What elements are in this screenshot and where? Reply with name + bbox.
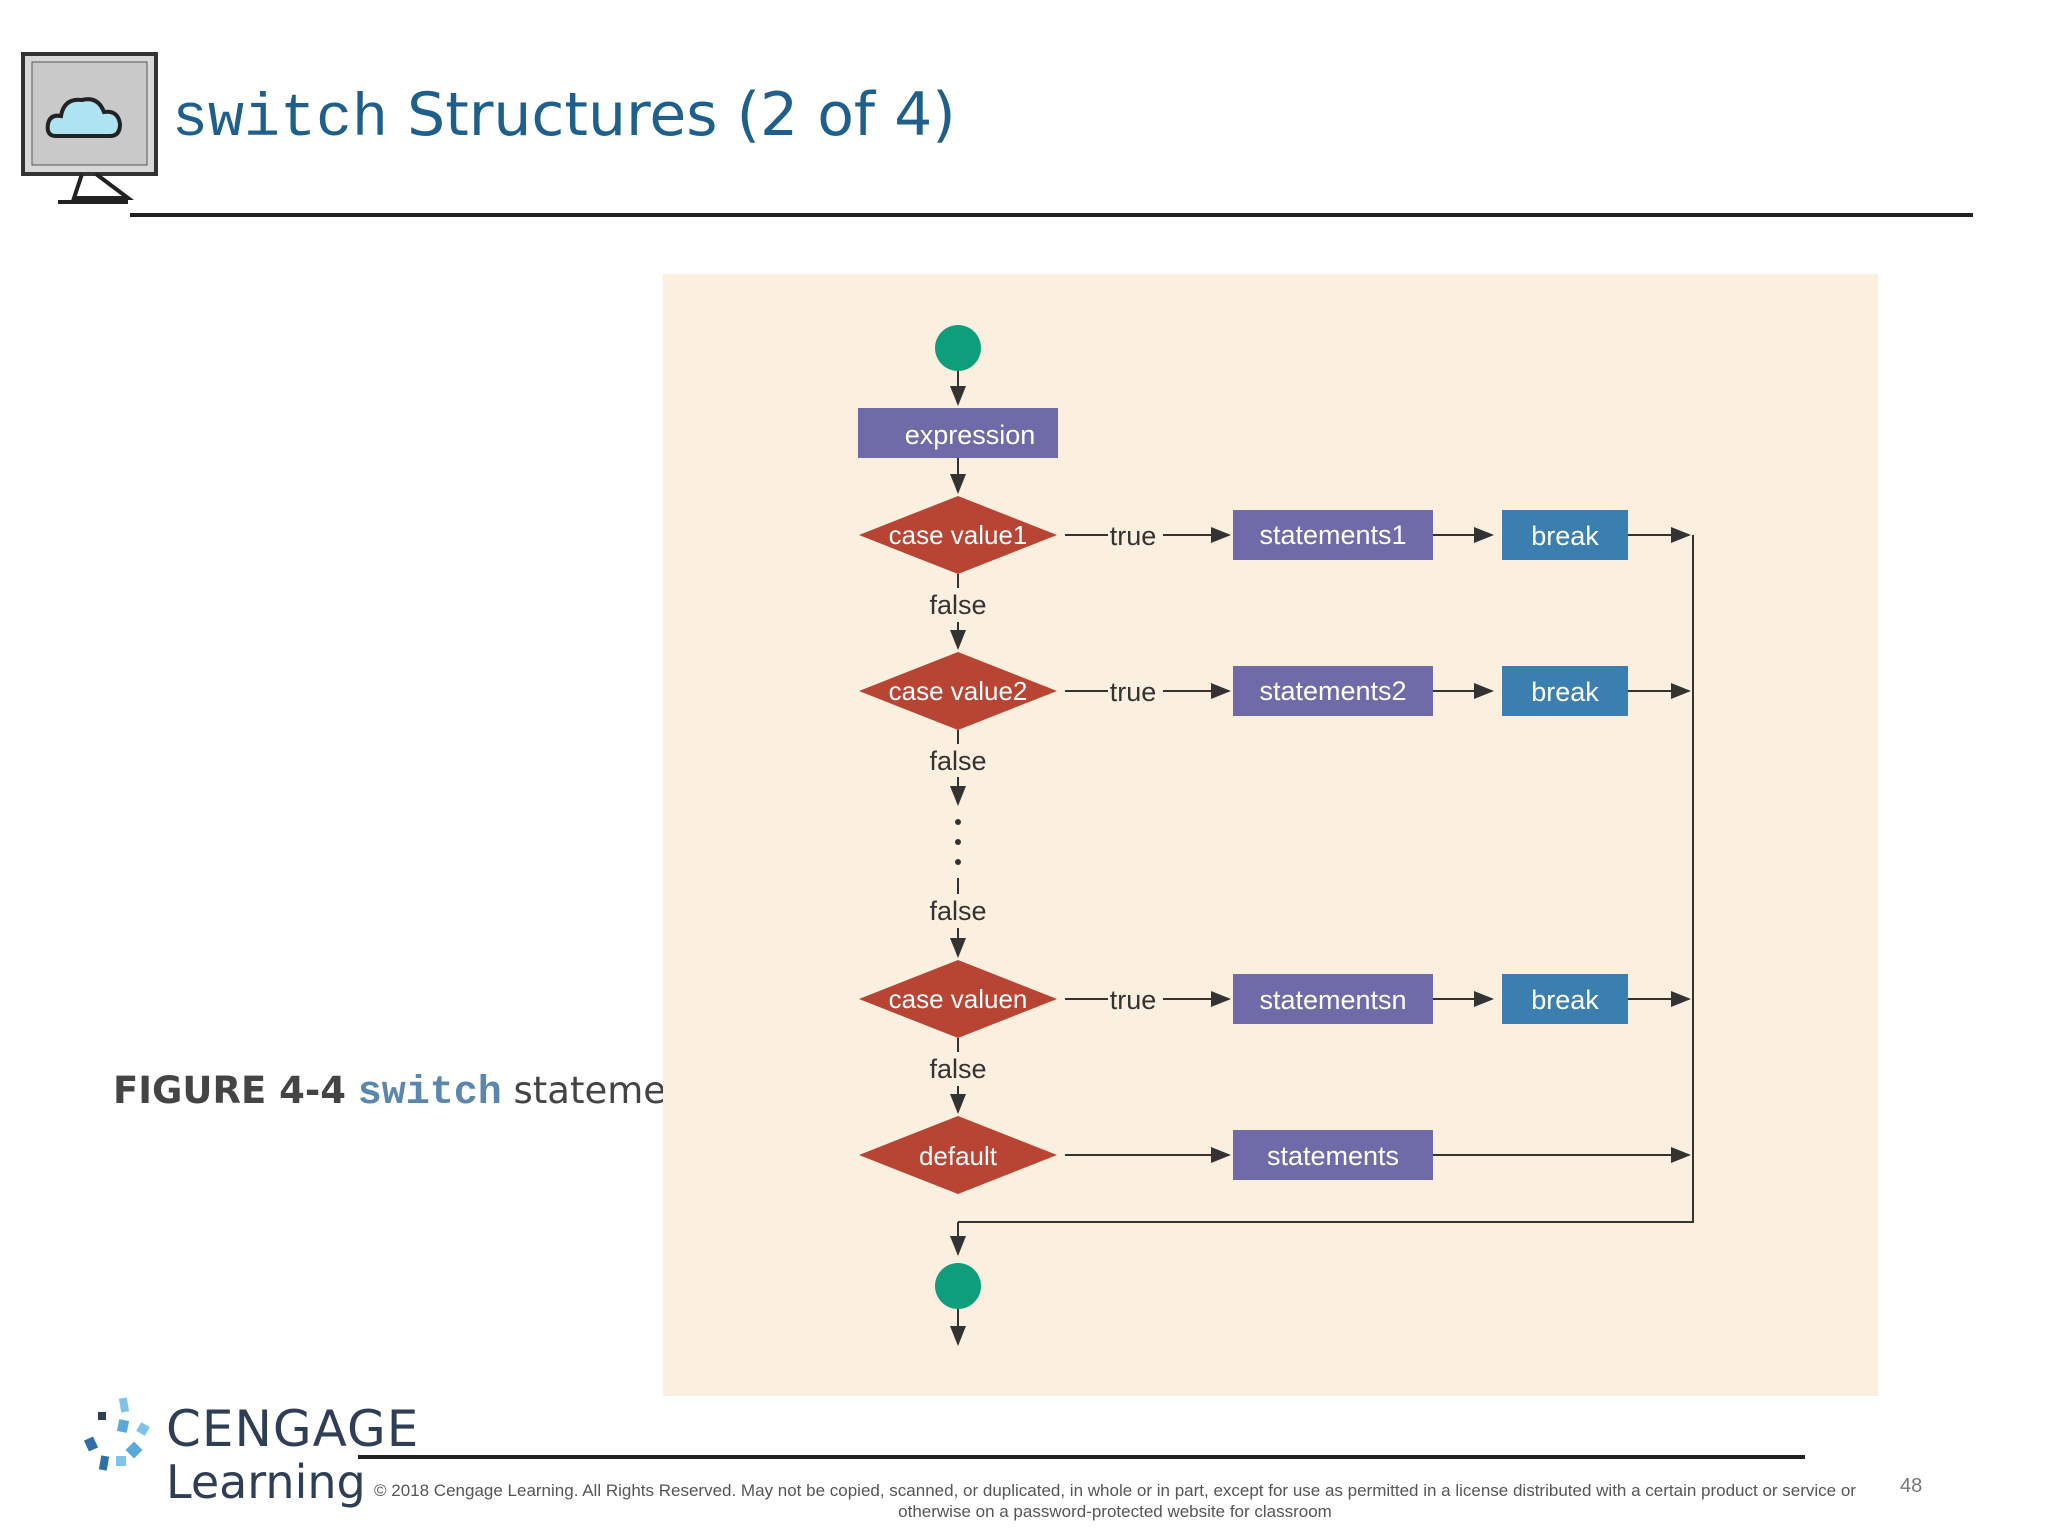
case2-statements-label: statements2 bbox=[1259, 676, 1406, 706]
casen-label: case valuen bbox=[889, 984, 1028, 1014]
slide-title: switch Structures (2 of 4) bbox=[172, 80, 956, 154]
default-statements-label: statements bbox=[1267, 1141, 1399, 1171]
case2-break-box bbox=[1502, 666, 1628, 716]
brand-name: CENGAGE bbox=[166, 1400, 420, 1458]
expression-label: expression bbox=[905, 420, 1036, 450]
footer-rule bbox=[358, 1455, 1805, 1459]
caption-figure: FIGURE 4-4 bbox=[113, 1069, 346, 1112]
casen-break-box bbox=[1502, 974, 1628, 1024]
default-statements-box bbox=[1233, 1130, 1433, 1180]
figure-caption: FIGURE 4-4 switch statement bbox=[113, 1069, 704, 1116]
casen-true-label: true bbox=[1110, 985, 1157, 1015]
case2-false-label: false bbox=[929, 746, 986, 776]
figure-panel: expression case value1 true statements1 … bbox=[663, 274, 1878, 1396]
case1-statements-label: statements1 bbox=[1259, 520, 1406, 550]
casen-false-label: false bbox=[929, 1054, 986, 1084]
case1-label: case value1 bbox=[889, 520, 1028, 550]
casen-statements-label: statementsn bbox=[1259, 985, 1406, 1015]
caption-code: switch bbox=[357, 1071, 502, 1116]
ellipsis-false-label: false bbox=[929, 896, 986, 926]
case2-statements-box bbox=[1233, 666, 1433, 716]
case1-true-label: true bbox=[1110, 521, 1157, 551]
brand-sub: Learning bbox=[166, 1455, 366, 1509]
page-number: 48 bbox=[1900, 1475, 1923, 1497]
merge-connector bbox=[958, 535, 1694, 1223]
case1-false-label: false bbox=[929, 590, 986, 620]
copyright-notice: © 2018 Cengage Learning. All Rights Rese… bbox=[374, 1481, 1856, 1521]
case1-break-box bbox=[1502, 510, 1628, 560]
case2-decision bbox=[859, 652, 1057, 730]
case1-break-label: break bbox=[1531, 521, 1599, 551]
casen-decision bbox=[859, 960, 1057, 1038]
case1-decision bbox=[859, 496, 1057, 574]
title-text: Structures (2 of 4) bbox=[388, 80, 956, 150]
expression-box bbox=[858, 408, 1058, 458]
switch-flowchart: expression case value1 true statements1 … bbox=[858, 325, 1694, 1346]
default-decision bbox=[859, 1116, 1057, 1194]
case1-statements-box bbox=[1233, 510, 1433, 560]
case2-break-label: break bbox=[1531, 677, 1599, 707]
cengage-logo-mark bbox=[83, 1397, 150, 1471]
ellipsis-dots bbox=[955, 819, 961, 865]
cloud-monitor-icon bbox=[21, 52, 158, 204]
casen-statements-box bbox=[1233, 974, 1433, 1024]
case2-true-label: true bbox=[1110, 677, 1157, 707]
start-node bbox=[935, 325, 981, 371]
end-node bbox=[935, 1263, 981, 1309]
title-code: switch bbox=[172, 86, 389, 154]
casen-break-label: break bbox=[1531, 985, 1599, 1015]
case2-label: case value2 bbox=[889, 676, 1028, 706]
title-rule bbox=[130, 213, 1973, 217]
default-label: default bbox=[919, 1141, 998, 1171]
